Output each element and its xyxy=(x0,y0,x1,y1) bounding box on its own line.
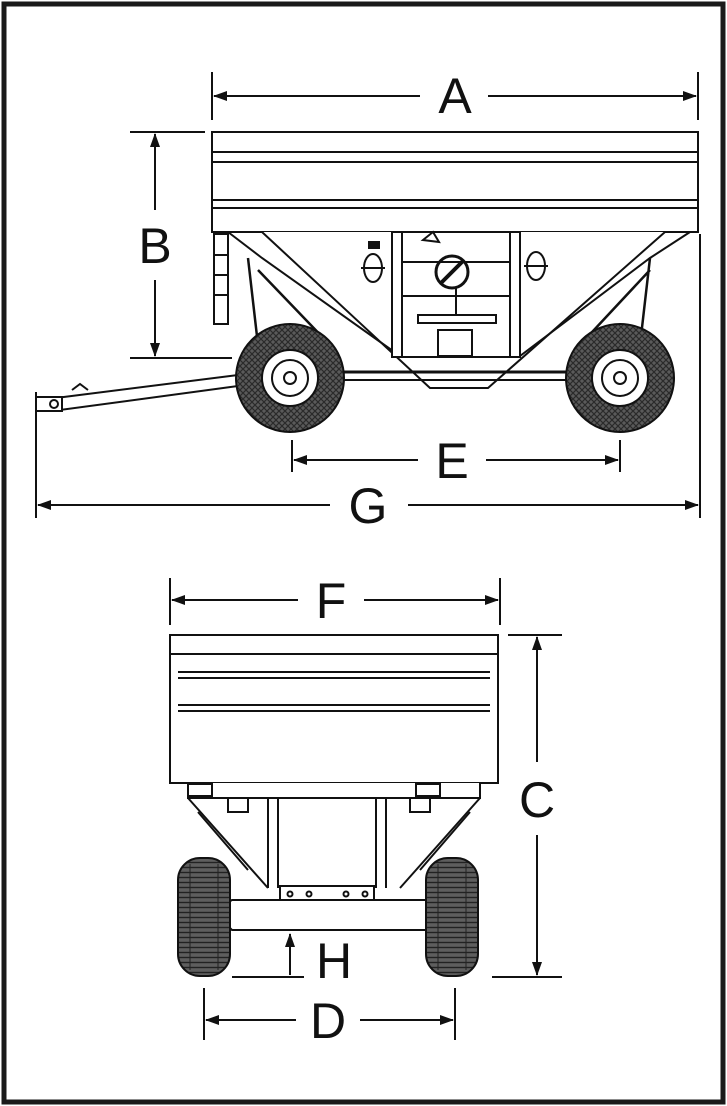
dimension-f xyxy=(169,578,501,625)
dimension-d xyxy=(203,988,456,1040)
front-view-right-wheel xyxy=(425,857,479,977)
dimension-c xyxy=(492,634,562,978)
dimension-b xyxy=(130,131,232,359)
side-view-front-wheel xyxy=(235,323,345,433)
side-view xyxy=(35,131,699,412)
dimension-g-label: G xyxy=(349,478,388,534)
dimension-h xyxy=(232,933,304,978)
dimension-h-label: H xyxy=(316,933,352,989)
dimension-f-label: F xyxy=(316,573,347,629)
dimension-d-label: D xyxy=(310,993,346,1049)
dimension-c-label: C xyxy=(519,772,555,828)
side-view-rear-wheel xyxy=(565,323,675,433)
dimension-g xyxy=(35,234,701,518)
front-view xyxy=(169,634,499,931)
dimension-a-label: A xyxy=(438,68,472,124)
dimension-a xyxy=(211,72,699,120)
front-view-left-wheel xyxy=(177,857,231,977)
dimension-e xyxy=(291,440,621,472)
dimension-b-label: B xyxy=(138,218,171,274)
dimension-e-label: E xyxy=(435,433,468,489)
